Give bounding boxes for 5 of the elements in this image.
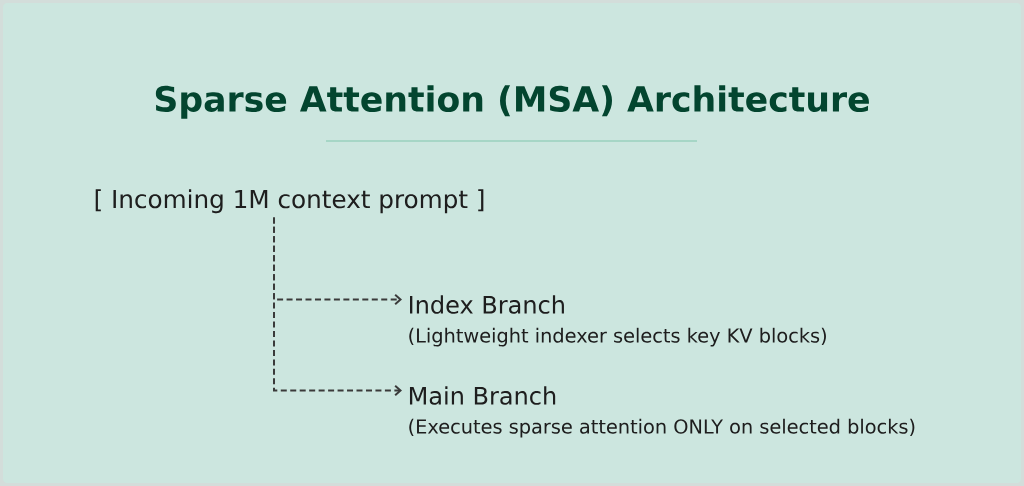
text-label: [ Incoming 1M context prompt ] (95, 189, 484, 214)
title: Sparse Attention (MSA) Architecture (155, 85, 869, 119)
branch-label: Index Branch (Lightweight indexer selects key KV blocks) (409, 295, 826, 347)
branch-label: Main Branch (Executes sparse attention ONLY on selected blocks) (409, 386, 915, 438)
dashed-arrow (273, 216, 402, 397)
